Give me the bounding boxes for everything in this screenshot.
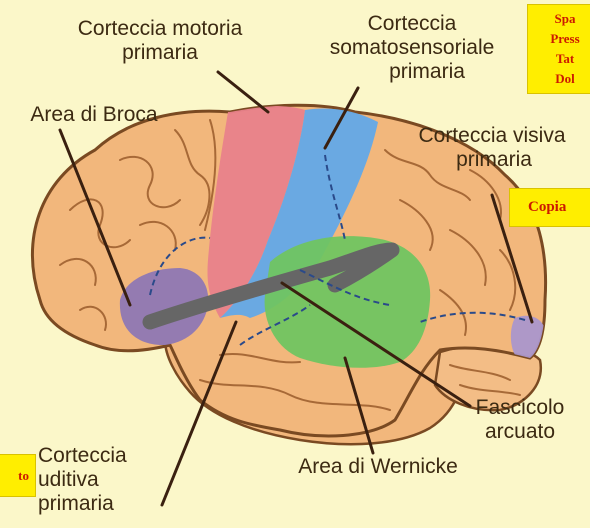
- visual-cortex-region: [511, 316, 546, 361]
- label-somatosensory-line3: primaria: [292, 60, 532, 84]
- label-somatosensory-cortex: Corteccia somatosensoriale primaria: [292, 12, 532, 84]
- label-motor-cortex: Corteccia motoria primaria: [35, 17, 285, 65]
- label-broca-area: Area di Broca: [4, 103, 184, 127]
- label-motor-cortex-line2: primaria: [35, 41, 285, 65]
- label-uditiva-line3: primaria: [38, 492, 127, 516]
- label-somatosensory-line1: Corteccia: [292, 12, 532, 36]
- label-uditiva-line1: Corteccia: [38, 444, 127, 468]
- side-label-top-right-line2: Press: [530, 29, 590, 49]
- label-visual-line1: Corteccia visiva: [392, 124, 590, 148]
- label-visual-line2: primaria: [392, 148, 590, 172]
- side-label-top-right-line3: Tat: [530, 49, 590, 69]
- side-label-left-bottom: to: [0, 454, 36, 497]
- label-uditiva-line2: uditiva: [38, 468, 127, 492]
- label-somatosensory-line2: somatosensoriale: [292, 36, 532, 60]
- side-label-top-right: Spa Press Tat Dol: [527, 4, 590, 94]
- label-fascicolo-line1: Fascicolo: [450, 396, 590, 420]
- label-arcuate-fasciculus: Fascicolo arcuato: [450, 396, 590, 444]
- label-motor-cortex-line1: Corteccia motoria: [35, 17, 285, 41]
- label-fascicolo-line2: arcuato: [450, 420, 590, 444]
- label-wernicke-area: Area di Wernicke: [278, 455, 478, 479]
- side-label-top-right-line4: Dol: [530, 69, 590, 89]
- label-auditory-cortex: Corteccia uditiva primaria: [38, 444, 127, 516]
- side-label-right-mid: Copia: [509, 188, 590, 227]
- side-label-top-right-line1: Spa: [530, 9, 590, 29]
- label-visual-cortex: Corteccia visiva primaria: [392, 124, 590, 172]
